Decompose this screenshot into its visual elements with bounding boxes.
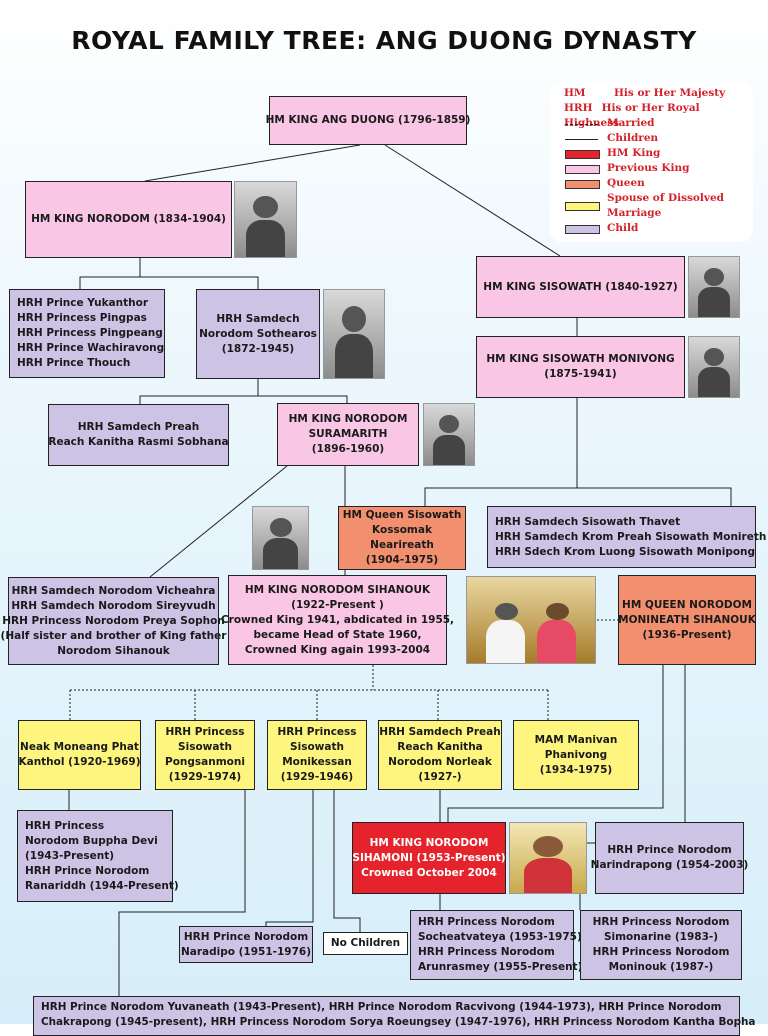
legend-child-swatch xyxy=(565,225,600,234)
node-norleak[interactable]: HRH Samdech Preah Reach Kanitha Norodom … xyxy=(378,720,502,790)
legend-queen: Queen xyxy=(607,177,645,189)
node-monivong[interactable]: HM KING SISOWATH MONIVONG (1875-1941) xyxy=(476,336,685,398)
line-norodom-children xyxy=(79,258,141,289)
node-pongsanmoni[interactable]: HRH Princess Sisowath Pongsanmoni (1929-… xyxy=(155,720,255,790)
photo-sisowath xyxy=(688,256,740,318)
legend-spouse-line1: Spouse of Dissolved xyxy=(607,192,725,204)
photo-monivong xyxy=(688,336,740,398)
node-monivong-children[interactable]: HRH Samdech Sisowath Thavet HRH Samdech … xyxy=(487,506,766,568)
node-phat-kanthol[interactable]: Neak Moneang Phat Kanthol (1920-1969) xyxy=(18,720,141,790)
node-monineath[interactable]: HM QUEEN NORODOM MONINEATH SIHANOUK (193… xyxy=(618,575,756,665)
line-monivong-kossomak xyxy=(424,398,578,506)
legend-king: HM King xyxy=(607,147,661,159)
node-sothearos[interactable]: HRH Samdech Norodom Sothearos (1872-1945… xyxy=(196,289,320,379)
line-sothearos-suramarith xyxy=(258,395,348,403)
node-simonarine[interactable]: HRH Princess Norodom Simonarine (1983-) … xyxy=(580,910,742,980)
node-sisowath[interactable]: HM KING SISOWATH (1840-1927) xyxy=(476,256,685,318)
node-norodom[interactable]: HM KING NORODOM (1834-1904) xyxy=(25,181,232,258)
photo-norodom xyxy=(234,181,297,258)
line-monikessan-nochildren xyxy=(333,790,361,932)
photo-sihanouk-monineath xyxy=(466,576,596,664)
legend-married-line xyxy=(565,124,598,125)
node-ang-duong[interactable]: HM KING ANG DUONG (1796-1859) xyxy=(266,96,470,145)
node-monikessan[interactable]: HRH Princess Sisowath Monikessan (1929-1… xyxy=(267,720,367,790)
photo-kossomak xyxy=(252,506,309,570)
legend-queen-swatch xyxy=(565,180,600,189)
node-suramarith[interactable]: HM KING NORODOM SURAMARITH (1896-1960) xyxy=(277,403,419,466)
line-monivong-children xyxy=(577,487,732,506)
line-monikessan-naradipo xyxy=(265,790,314,926)
photo-suramarith xyxy=(423,403,475,466)
node-buppha-devi[interactable]: HRH Princess Norodom Buppha Devi (1943-P… xyxy=(17,810,179,902)
legend-children-line xyxy=(565,139,598,140)
node-sihanouk[interactable]: HM KING NORODOM SIHANOUK (1922-Present )… xyxy=(221,575,454,665)
node-narindrapong[interactable]: HRH Prince Norodom Narindrapong (1954-20… xyxy=(591,822,748,894)
legend-previous-king-swatch xyxy=(565,165,600,174)
legend-child: Child xyxy=(607,222,639,234)
node-naradipo[interactable]: HRH Prince Norodom Naradipo (1951-1976) xyxy=(179,926,313,963)
photo-sihamoni xyxy=(509,822,587,894)
photo-sothearos xyxy=(323,289,385,379)
legend-king-swatch xyxy=(565,150,600,159)
line-norodom-sothearos xyxy=(140,276,259,289)
legend-previous-king: Previous King xyxy=(607,162,690,174)
node-no-children[interactable]: No Children xyxy=(323,932,408,955)
legend-spouse-line2: Marriage xyxy=(607,207,662,219)
line-angduong-norodom xyxy=(144,144,361,182)
node-half-siblings[interactable]: HRH Samdech Norodom Vicheahra HRH Samdec… xyxy=(1,577,226,665)
legend-children: Children xyxy=(607,132,659,144)
line-bottom-children xyxy=(118,790,246,999)
node-rasmi[interactable]: HRH Samdech Preah Reach Kanitha Rasmi So… xyxy=(48,404,229,466)
line-monineath-sihamoni xyxy=(447,665,664,822)
line-suramarith-halfsiblings xyxy=(149,465,288,578)
legend-spouse-swatch xyxy=(565,202,600,211)
node-manivan[interactable]: MAM Manivan Phanivong (1934-1975) xyxy=(513,720,639,790)
line-angduong-sisowath xyxy=(384,144,561,257)
node-sihamoni[interactable]: HM KING NORODOM SIHAMONI (1953-Present) … xyxy=(352,822,506,894)
node-norodom-children[interactable]: HRH Prince Yukanthor HRH Princess Pingpa… xyxy=(9,289,165,378)
legend-married: Married xyxy=(607,117,655,129)
node-socheatvateya[interactable]: HRH Princess Norodom Socheatvateya (1953… xyxy=(410,910,582,980)
node-bottom-children[interactable]: HRH Prince Norodom Yuvaneath (1943-Prese… xyxy=(33,996,755,1036)
node-kossomak[interactable]: HM Queen Sisowath Kossomak Nearireath (1… xyxy=(338,506,466,570)
page-title: ROYAL FAMILY TREE: ANG DUONG DYNASTY xyxy=(71,26,697,55)
line-sothearos-rasmi xyxy=(139,379,259,404)
